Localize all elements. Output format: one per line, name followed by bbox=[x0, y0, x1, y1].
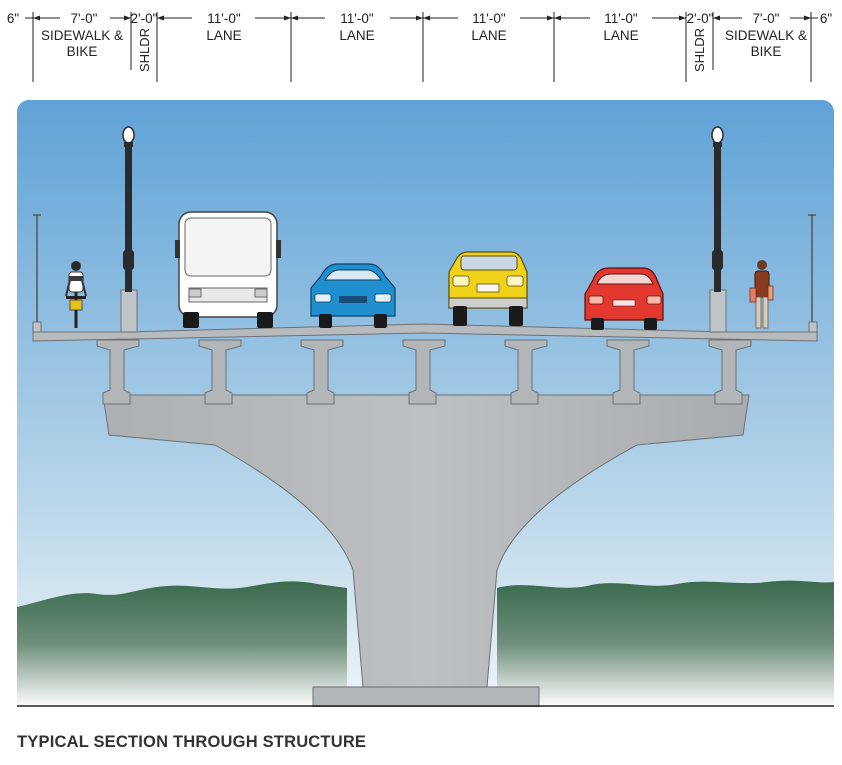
pier-footing bbox=[312, 686, 540, 707]
label-lane-4: LANE bbox=[603, 28, 638, 43]
label-shldr-left: SHLDR bbox=[137, 28, 152, 72]
hills bbox=[17, 581, 347, 707]
dim-lane-3: 11'-0" bbox=[472, 11, 506, 26]
cyclist bbox=[65, 261, 87, 328]
car-red bbox=[584, 267, 664, 330]
label-shldr-right: SHLDR bbox=[692, 28, 707, 72]
railing-right bbox=[808, 214, 816, 322]
lamp-post-left bbox=[122, 126, 135, 292]
barrier-left bbox=[32, 321, 42, 333]
dimension-header: 6" 7'-0" 2'-0" 11'-0" 11'-0" 11'-0" 11'-… bbox=[7, 11, 833, 82]
median-barrier-left bbox=[120, 289, 138, 333]
dim-edge-right: 6" bbox=[820, 11, 833, 26]
railing-left bbox=[33, 214, 41, 322]
dim-sidewalk-right: 7'-0" bbox=[753, 11, 780, 26]
pier bbox=[102, 394, 750, 688]
label-lane-2: LANE bbox=[339, 28, 374, 43]
barrier-right bbox=[808, 321, 818, 333]
caption: TYPICAL SECTION THROUGH STRUCTURE bbox=[17, 733, 367, 751]
label-sidewalk-left: SIDEWALK &BIKE bbox=[41, 28, 123, 59]
bridge-illustration bbox=[17, 100, 834, 707]
car-blue bbox=[310, 263, 396, 328]
dim-lane-4: 11'-0" bbox=[604, 11, 638, 26]
label-lane-3: LANE bbox=[471, 28, 506, 43]
girders bbox=[96, 339, 752, 405]
dim-edge-left: 6" bbox=[7, 11, 20, 26]
bus bbox=[175, 211, 281, 328]
label-sidewalk-right: SIDEWALK &BIKE bbox=[725, 28, 807, 59]
dim-lane-1: 11'-0" bbox=[207, 11, 241, 26]
pedestrian bbox=[749, 260, 774, 329]
dim-shldr-right: 2'-0" bbox=[687, 11, 714, 26]
dim-sidewalk-left: 7'-0" bbox=[71, 11, 98, 26]
bridge-scene bbox=[17, 100, 834, 707]
truck-yellow bbox=[448, 251, 528, 326]
dim-shldr-left: 2'-0" bbox=[131, 11, 158, 26]
median-barrier-right bbox=[709, 289, 727, 333]
label-lane-1: LANE bbox=[206, 28, 241, 43]
lamp-post-right bbox=[711, 126, 724, 292]
hills bbox=[497, 580, 834, 707]
dim-lane-2: 11'-0" bbox=[340, 11, 374, 26]
